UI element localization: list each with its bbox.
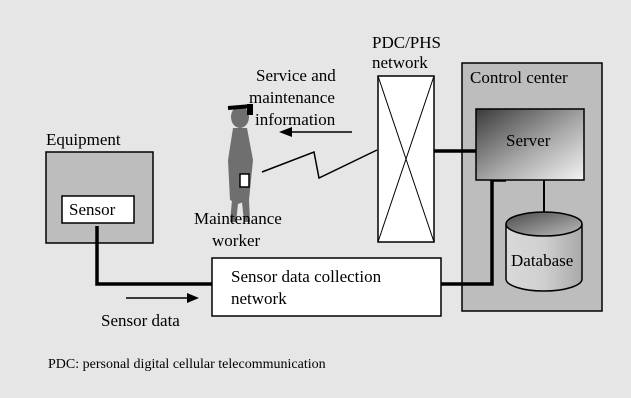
service-label-line2: maintenance [249,88,335,107]
server-label: Server [506,131,551,150]
pdc-phs-label-line1: PDC/PHS [372,33,441,52]
sensor-data-collection-network-box [211,257,442,317]
sensor-data-arrowhead [187,293,199,303]
database-label: Database [511,251,573,270]
pdc-phs-label-line2: network [372,53,428,72]
footnote: PDC: personal digital cellular telecommu… [48,357,326,372]
service-info-arrowhead [279,127,292,137]
control-center-label: Control center [470,68,568,87]
equipment-label: Equipment [46,130,121,149]
collection-label-line2: network [231,289,287,308]
lightning-link-icon [261,149,378,180]
sensor-to-network-line [95,226,212,286]
worker-label-line2: worker [212,231,260,250]
sensor-box [61,195,135,224]
maintenance-worker-icon [227,104,253,222]
sensor-label: Sensor [69,200,116,219]
worker-label-line1: Maintenance [194,209,282,228]
collection-label-line1: Sensor data collection [231,267,382,286]
database-cylinder-icon [505,211,583,292]
service-label-line1: Service and [256,66,336,85]
server-box [475,108,585,181]
sensor-data-label: Sensor data [101,311,180,330]
pdc-phs-cross-b [377,75,435,243]
service-label-line3: information [255,110,336,129]
